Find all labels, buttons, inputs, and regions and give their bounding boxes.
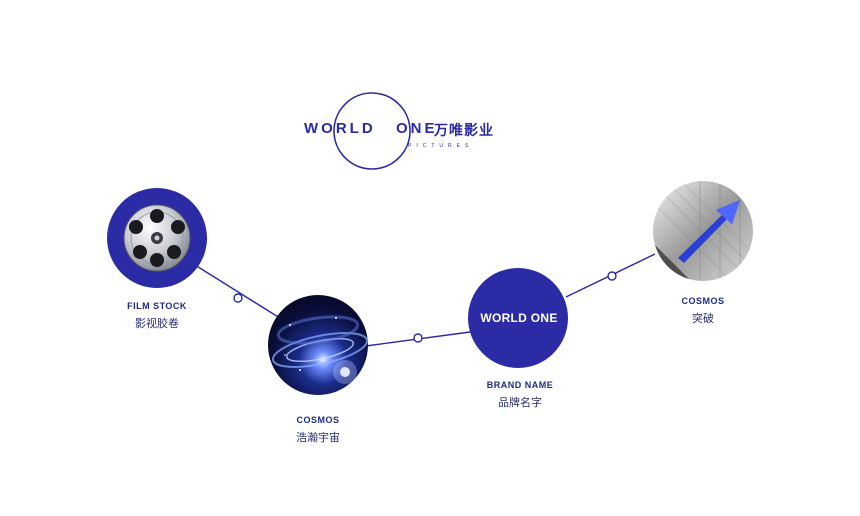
cosmos-galaxy-node [268, 295, 368, 395]
brand-name-node [468, 268, 568, 368]
cosmos-2-label-cn: 突破 [692, 313, 714, 325]
logo-chinese: 万唯影业 [434, 122, 494, 138]
film-stock-node [107, 188, 207, 288]
cosmos-2-label-en: COSMOS [681, 296, 725, 306]
cosmos-1-label-en: COSMOS [296, 415, 340, 425]
film-reel-icon [123, 204, 191, 272]
logo-word-right: ONE [396, 120, 438, 137]
brand-name-label-en: BRAND NAME [486, 380, 554, 390]
film-stock-label-en: FILM STOCK [127, 301, 187, 311]
logo-ring [333, 92, 411, 170]
cosmos-1-label: COSMOS 浩瀚宇宙 [248, 415, 388, 445]
logo-word-left: WORLD [304, 120, 376, 137]
brand-name-label-cn: 品牌名字 [498, 397, 542, 409]
film-stock-label: FILM STOCK 影视胶卷 [87, 301, 227, 331]
film-stock-label-cn: 影视胶卷 [135, 318, 179, 330]
cosmos-breakthrough-node [653, 181, 753, 281]
connector-dots [233, 271, 617, 343]
logo-subtitle: PICTURES [408, 143, 474, 149]
brand-node-text: WORLD ONE [480, 311, 558, 325]
brand-name-label: BRAND NAME 品牌名字 [450, 380, 590, 410]
galaxy-image [271, 315, 368, 384]
cosmos-2-label: COSMOS 突破 [633, 296, 773, 326]
connector-lines [194, 253, 656, 347]
brand-logo: WORLD ONE 万唯影业 PICTURES [300, 92, 500, 172]
cosmos-1-label-cn: 浩瀚宇宙 [296, 432, 340, 444]
